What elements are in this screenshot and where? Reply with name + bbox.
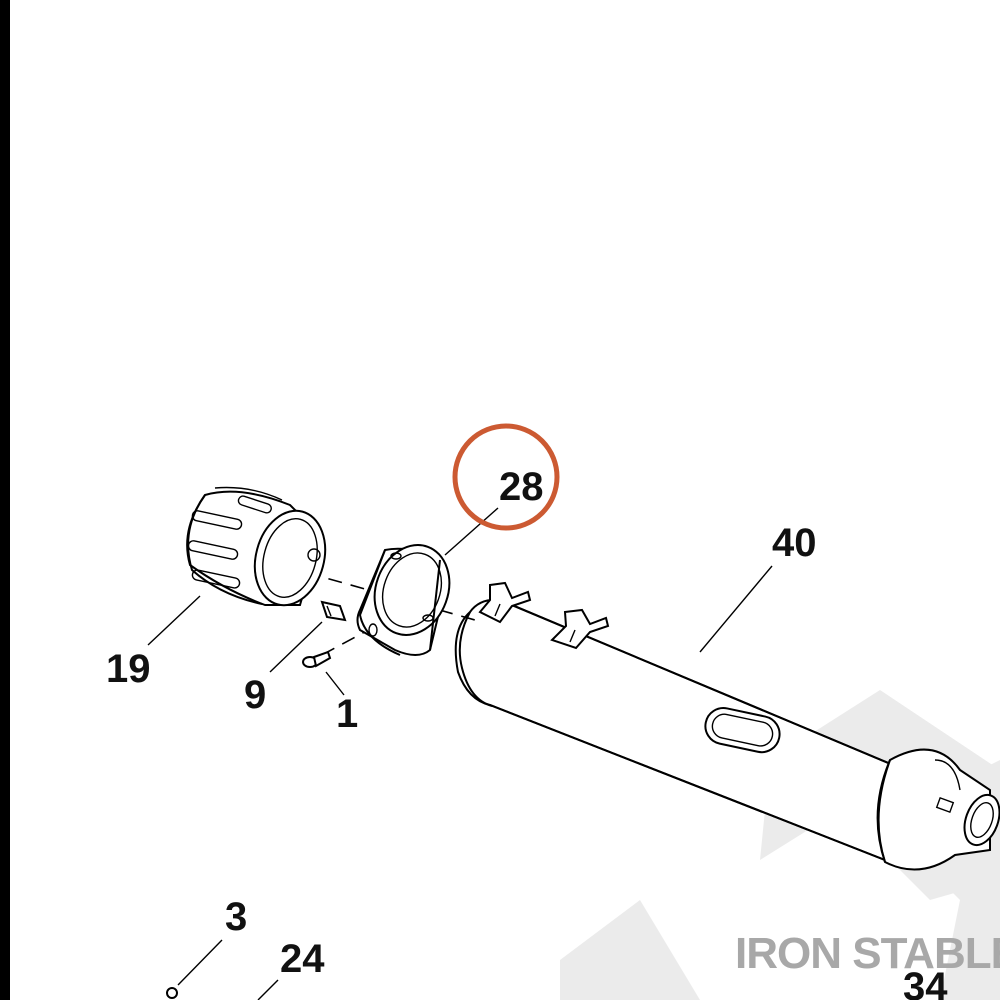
part-label-3[interactable]: 3 (225, 895, 247, 939)
clip-nut (320, 600, 347, 622)
ball (166, 987, 178, 999)
leader-line-24 (257, 979, 279, 1000)
leader-line-3 (177, 939, 223, 986)
leader-line-9 (269, 621, 323, 673)
highlight-circle (452, 423, 560, 531)
part-label-34[interactable]: 34 (903, 965, 948, 1000)
part-label-19[interactable]: 19 (106, 647, 151, 691)
part-label-1[interactable]: 1 (336, 692, 358, 736)
muffler-body (454, 581, 1000, 871)
left-border (0, 0, 10, 1000)
sleeve-ring (356, 544, 451, 656)
tip-cap (186, 486, 327, 607)
leader-line-1 (325, 671, 345, 696)
screw (302, 650, 332, 668)
watermark-text: IRON STABLE (735, 929, 1000, 978)
part-label-28[interactable]: 28 (499, 465, 544, 509)
leader-line-28 (444, 507, 499, 556)
part-label-40[interactable]: 40 (772, 521, 817, 565)
part-label-24[interactable]: 24 (280, 937, 325, 981)
leader-line-40 (699, 565, 773, 653)
part-label-9[interactable]: 9 (244, 673, 266, 717)
leader-line-19 (147, 595, 201, 646)
